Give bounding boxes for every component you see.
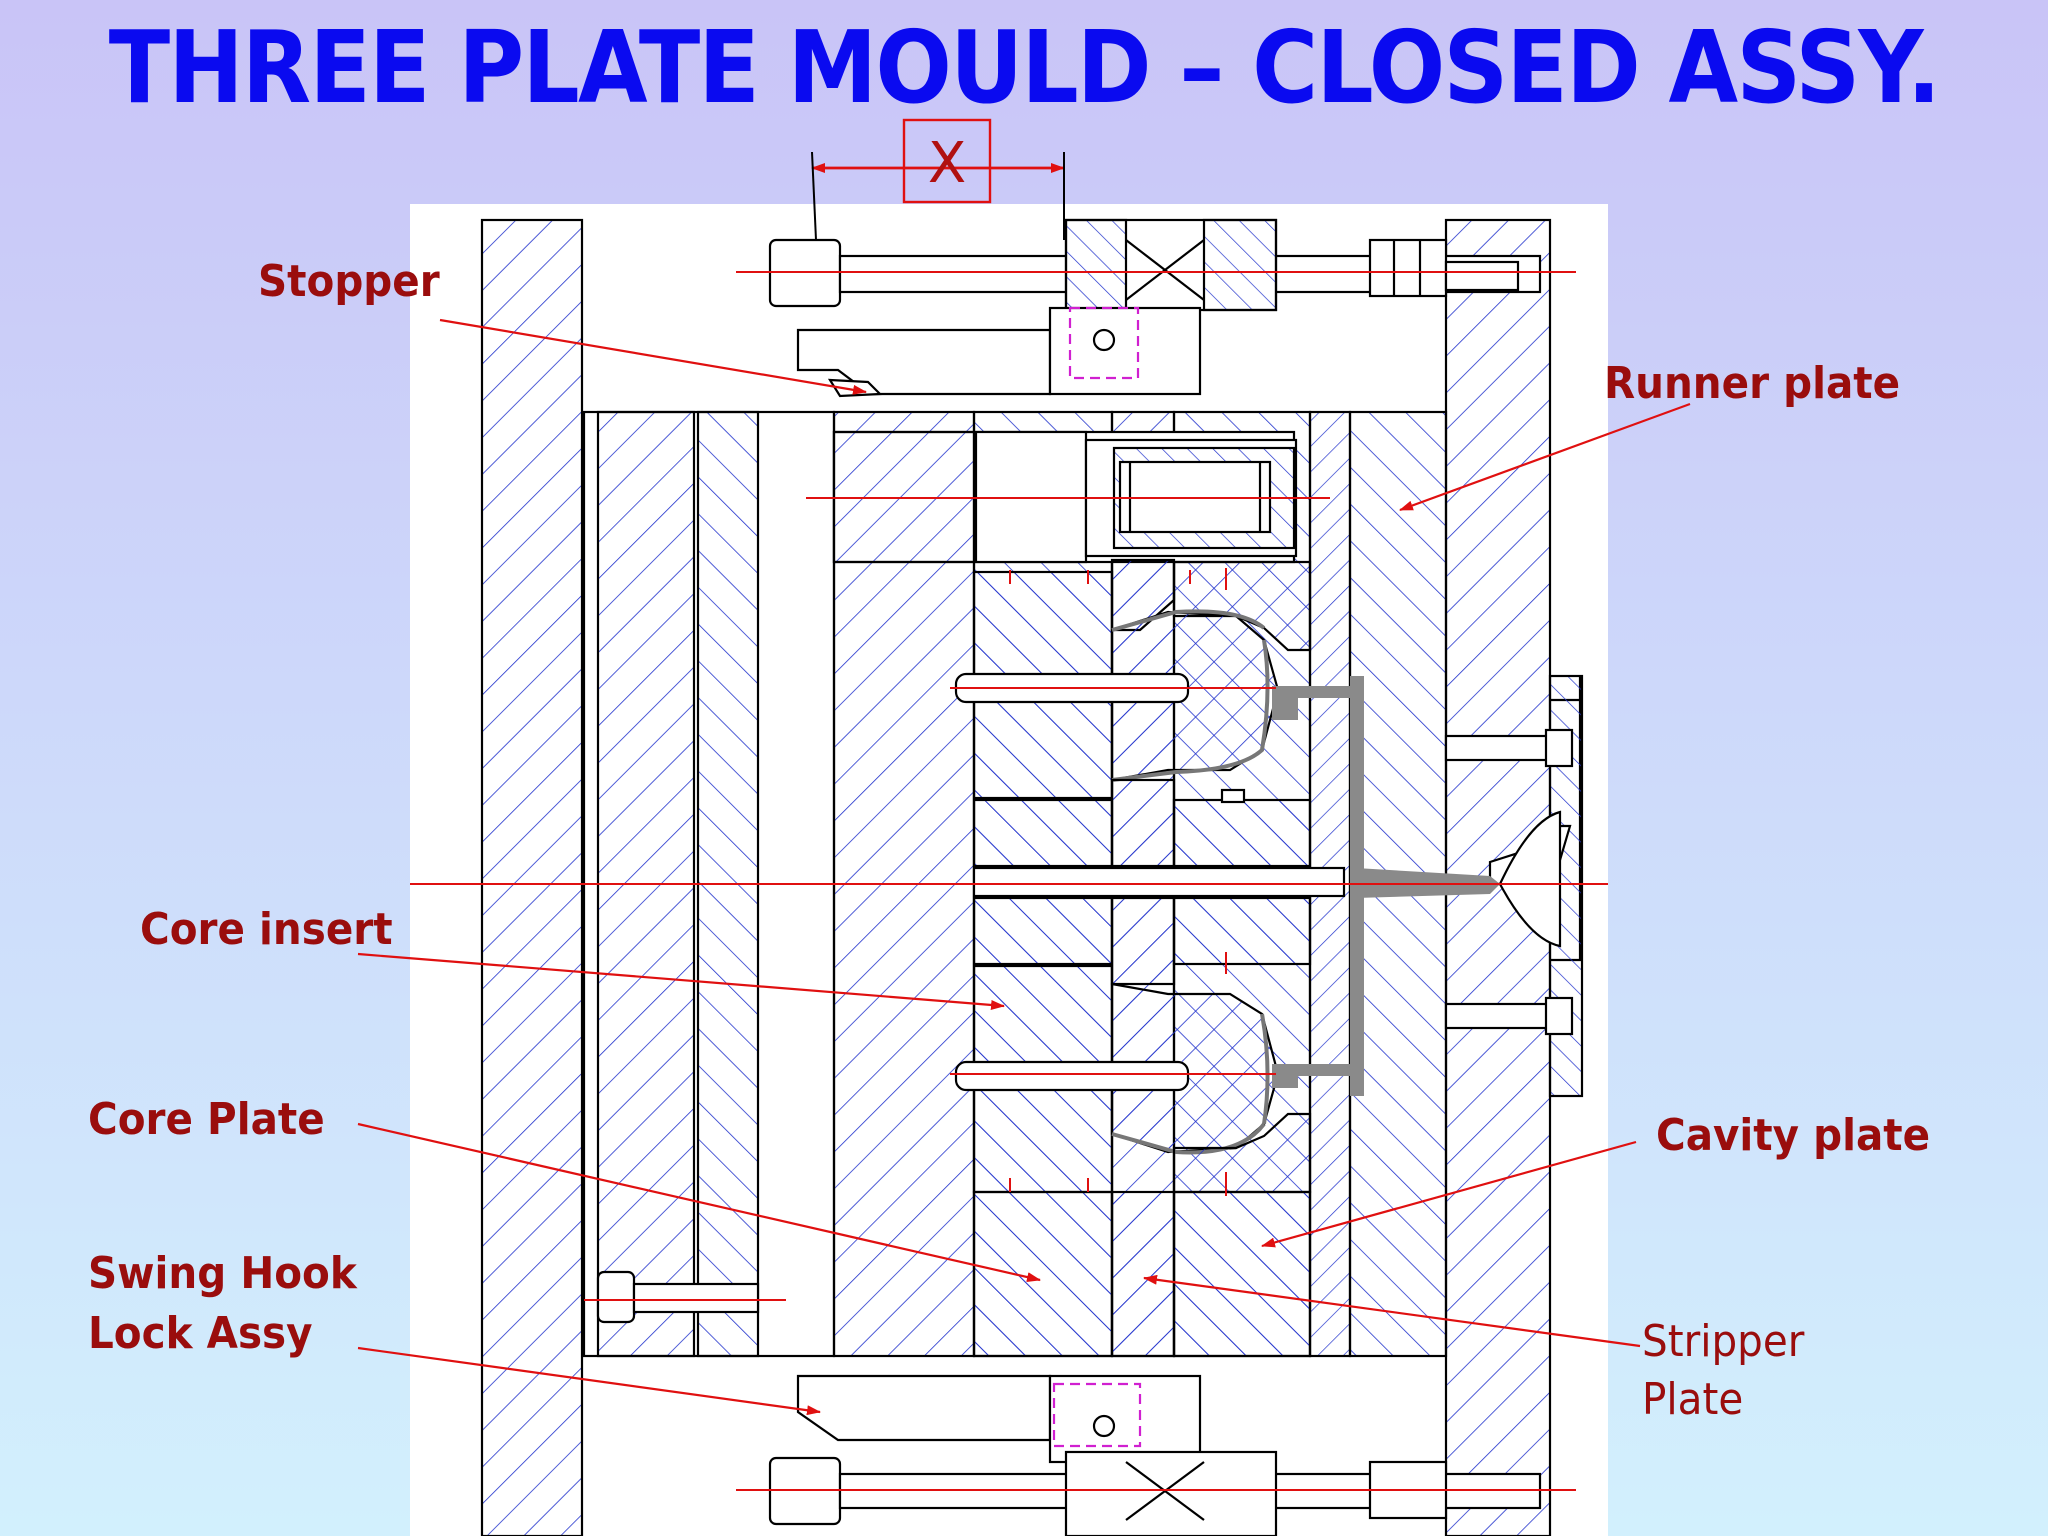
leader-swing-hook xyxy=(357,1346,821,1416)
leader-stripper-plate xyxy=(1143,1274,1641,1348)
label-stripper-line2: Plate xyxy=(1642,1374,1744,1425)
leader-stopper xyxy=(439,318,867,395)
label-core-insert: Core insert xyxy=(140,904,393,955)
page-title: THREE PLATE MOULD – CLOSED ASSY. xyxy=(108,9,1941,126)
leader-runner-plate xyxy=(1399,402,1691,512)
label-runner-plate: Runner plate xyxy=(1604,358,1901,409)
label-stripper-line1: Stripper xyxy=(1642,1316,1805,1367)
leader-core-plate xyxy=(357,1122,1041,1282)
label-swing-hook-line2: Lock Assy xyxy=(88,1308,313,1359)
leader-cavity-plate xyxy=(1261,1140,1637,1248)
dimension-x-label: X xyxy=(928,131,966,196)
label-core-plate: Core Plate xyxy=(88,1094,325,1145)
label-swing-hook-line1: Swing Hook xyxy=(88,1248,357,1299)
dimension-x-box xyxy=(902,118,992,204)
label-stopper: Stopper xyxy=(258,256,440,307)
leader-core-insert xyxy=(357,952,1005,1010)
label-cavity-plate: Cavity plate xyxy=(1656,1110,1931,1161)
moving-clamp-plate xyxy=(480,218,584,1536)
